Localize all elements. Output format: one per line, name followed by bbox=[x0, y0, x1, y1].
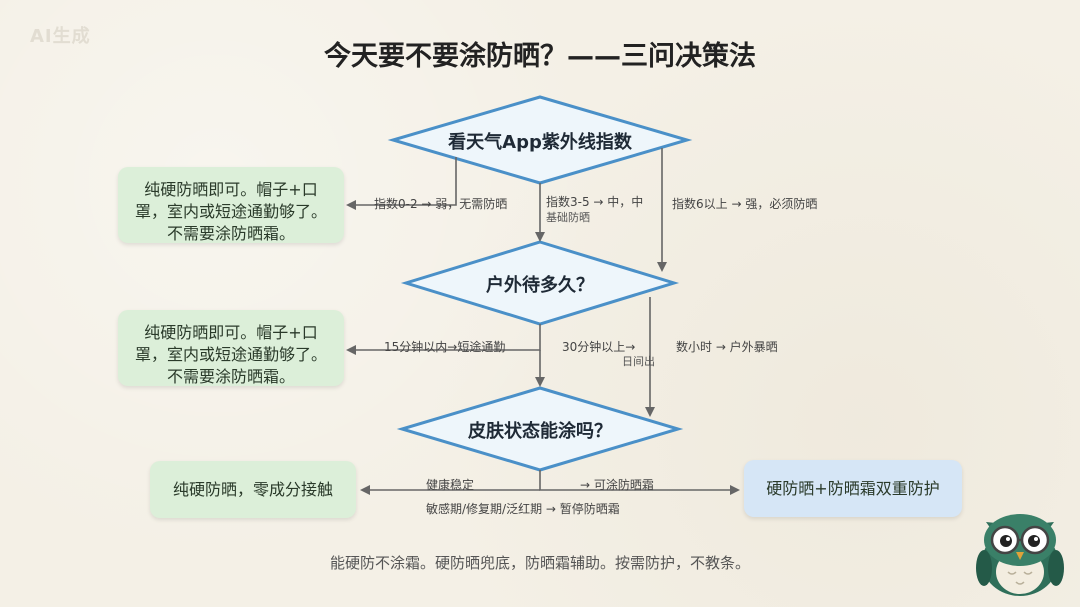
label-skin-sensitive: 敏感期/修复期/泛红期 → 暂停防晒霜 bbox=[426, 502, 620, 516]
label-uv-mid-sub: 基础防晒 bbox=[546, 211, 590, 224]
decision-text-skin: 皮肤状态能涂吗？ bbox=[468, 421, 612, 442]
label-time-short: 15分钟以内→短途通勤 bbox=[384, 340, 506, 354]
label-uv-low: 指数0-2 → 弱，无需防晒 bbox=[374, 197, 508, 211]
outcome-box-hard-only-1: 纯硬防晒即可。帽子+口罩，室内或短途通勤够了。不需要涂防晒霜。 bbox=[118, 167, 344, 243]
outcome-box-hard-zero-ingredient: 纯硬防晒，零成分接触 bbox=[150, 461, 356, 518]
outcome-box-hard-only-2: 纯硬防晒即可。帽子+口罩，室内或短途通勤够了。不需要涂防晒霜。 bbox=[118, 310, 344, 386]
label-skin-ok-b: → 可涂防晒霜 bbox=[580, 478, 654, 492]
label-time-long: 数小时 → 户外暴晒 bbox=[676, 340, 778, 354]
label-time-mid-sub: 日间出 bbox=[622, 355, 655, 368]
label-uv-mid: 指数3-5 → 中，中 bbox=[546, 195, 644, 209]
label-skin-ok-a: 健康稳定 bbox=[426, 478, 475, 492]
footer-note: 能硬防不涂霜。硬防晒兜底，防晒霜辅助。按需防护，不教条。 bbox=[329, 554, 750, 572]
decision-text-duration: 户外待多久？ bbox=[486, 275, 594, 296]
decision-text-uv: 看天气App紫外线指数 bbox=[448, 132, 632, 153]
label-time-mid: 30分钟以上→ bbox=[562, 340, 636, 354]
outcome-box-double-protection: 硬防晒+防晒霜双重防护 bbox=[744, 460, 962, 517]
watermark: AI生成 bbox=[30, 26, 91, 47]
label-uv-high: 指数6以上 → 强，必须防晒 bbox=[672, 197, 818, 211]
arrow-uv-low bbox=[346, 157, 457, 210]
page-title: 今天要不要涂防晒？——三问决策法 bbox=[324, 41, 756, 72]
owl-mascot-icon bbox=[976, 514, 1064, 596]
